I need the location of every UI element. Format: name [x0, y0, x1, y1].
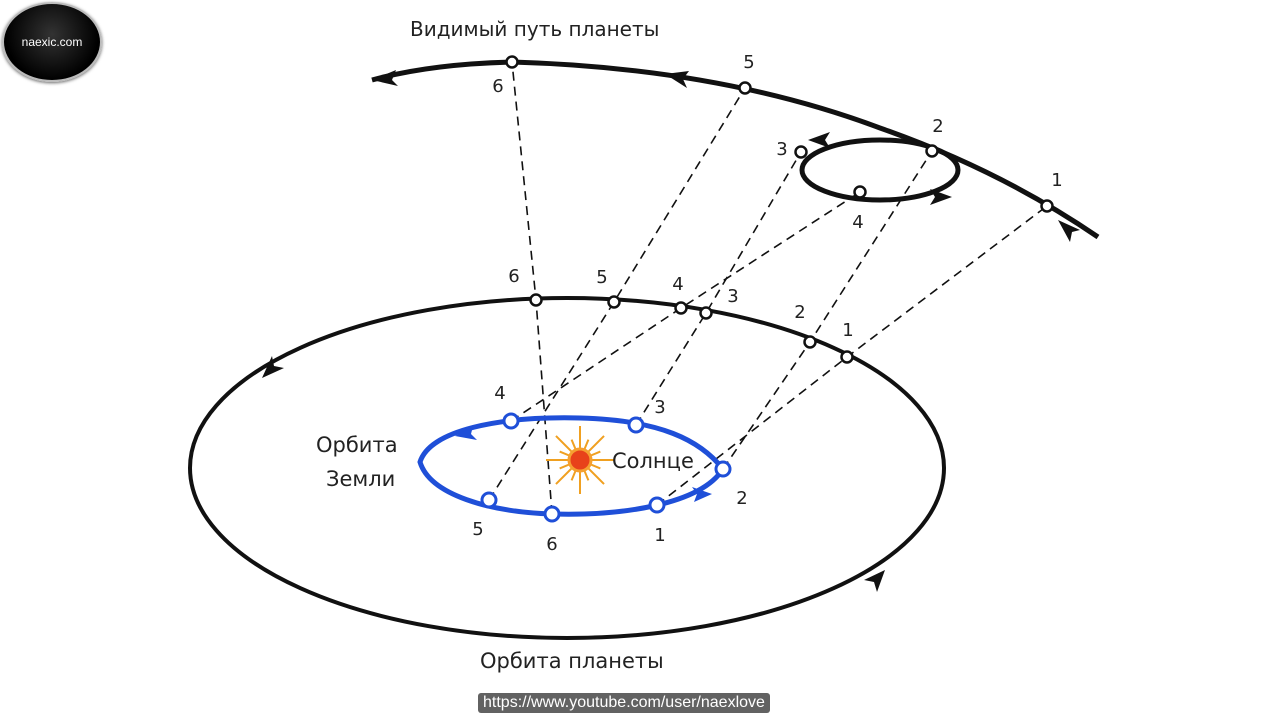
earth-orbit-arrow-left: [455, 426, 477, 440]
sight-line-6: [511, 61, 553, 515]
earth-position-3: [627, 416, 645, 434]
apparent-position-label-5: 5: [743, 52, 754, 73]
retrograde-loop: [799, 137, 961, 203]
earth-orbit-arrow-right: [692, 487, 712, 502]
apparent-path-arrow-left: [372, 70, 398, 86]
planet-orbit-label: Орбита планеты: [480, 649, 664, 673]
sun-label: Солнце: [612, 449, 694, 473]
planet-position-3: [699, 306, 713, 320]
apparent-position-label-1: 1: [1051, 170, 1062, 191]
apparent-position-3: [794, 145, 808, 159]
earth-position-label-2: 2: [736, 488, 747, 509]
apparent-position-2: [925, 144, 939, 158]
planet-orbit: [188, 296, 946, 640]
logo-text: naexic.com: [21, 35, 83, 49]
planet-position-label-5: 5: [596, 267, 607, 288]
earth-position-label-6: 6: [546, 534, 557, 555]
planet-orbit-arrow-left: [262, 356, 284, 378]
earth-position-1: [648, 496, 666, 514]
planet-position-6: [529, 293, 543, 307]
planet-position-5: [607, 295, 621, 309]
planet-position-label-1: 1: [842, 320, 853, 341]
earth-position-6: [543, 505, 561, 523]
apparent-path: [371, 59, 1100, 240]
apparent-path-arrow-mid: [665, 71, 689, 88]
sun-icon: [546, 426, 614, 494]
apparent-position-label-4: 4: [852, 212, 863, 233]
earth-position-label-1: 1: [654, 525, 665, 546]
earth-position-2: [714, 460, 732, 478]
planet-position-1: [840, 350, 854, 364]
apparent-position-label-2: 2: [932, 116, 943, 137]
channel-logo: naexic.com: [2, 2, 102, 82]
sight-line-5: [488, 87, 746, 501]
planet-position-4: [674, 301, 688, 315]
earth-position-4: [502, 412, 520, 430]
earth-position-label-3: 3: [654, 397, 665, 418]
loop-arrow-top: [808, 132, 830, 148]
apparent-position-label-6: 6: [492, 76, 503, 97]
apparent-position-4: [853, 185, 867, 199]
sight-line-3: [635, 151, 802, 426]
earth-orbit-label-line1: Орбита: [316, 433, 398, 457]
diagram-title: Видимый путь планеты: [410, 17, 659, 41]
planet-position-label-4: 4: [672, 274, 683, 295]
sight-lines: [488, 61, 1048, 515]
planet-orbit-arrow-right: [864, 570, 885, 592]
sight-line-4: [510, 191, 861, 422]
earth-orbit-label-line2: Земли: [326, 467, 395, 491]
planet-position-label-6: 6: [508, 266, 519, 287]
apparent-position-label-3: 3: [776, 139, 787, 160]
earth-position-label-5: 5: [472, 519, 483, 540]
apparent-position-5: [738, 81, 752, 95]
earth-position-label-4: 4: [494, 383, 505, 404]
planet-position-2: [803, 335, 817, 349]
earth-position-5: [480, 491, 498, 509]
loop-arrow-bottom: [930, 189, 952, 205]
apparent-path-arrow-right: [1058, 220, 1080, 242]
planet-position-label-2: 2: [794, 302, 805, 323]
url-caption: https://www.youtube.com/user/naexlove: [478, 693, 770, 713]
planet-position-label-3: 3: [727, 286, 738, 307]
sun-core: [567, 447, 593, 473]
apparent-position-6: [505, 55, 519, 69]
apparent-position-1: [1040, 199, 1054, 213]
